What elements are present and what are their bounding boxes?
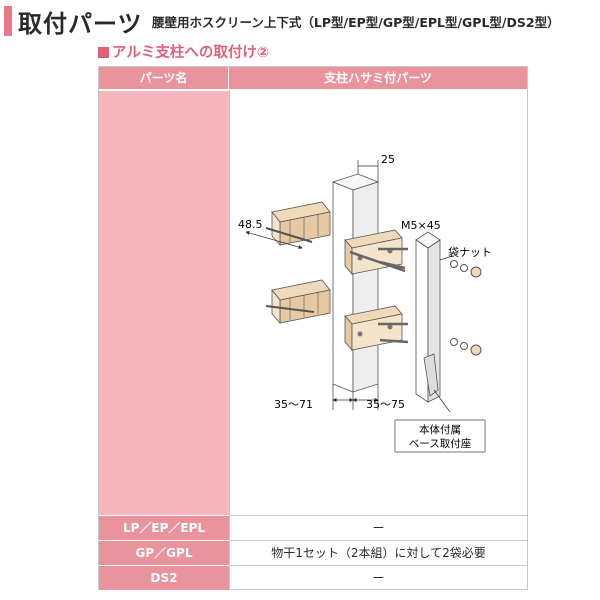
dim-top-width: 25 — [381, 153, 395, 166]
dim-post-range-left: 35～71 — [274, 398, 313, 411]
section-heading: アルミ支柱への取付け② — [98, 41, 269, 62]
row-value: ー — [229, 565, 527, 590]
parts-diagram: 48.5 25 M5×45 袋ナット 35～71 35～75 本体付属 ベース取… — [238, 153, 492, 453]
dim-post-range-right: 35～75 — [366, 398, 405, 411]
dimension-lines — [245, 160, 453, 413]
cap-nut-label: 袋ナット — [448, 245, 492, 259]
row-model: DS2 — [99, 565, 229, 590]
table-row: GP／GPL 物干1セット（2本組）に対して2袋必要 — [99, 540, 527, 565]
table-row: LP／EP／EPL ー — [99, 515, 527, 540]
parts-diagram-cell: 48.5 25 M5×45 袋ナット 35～71 35～75 本体付属 ベース取… — [229, 90, 527, 515]
lower-bracket-left — [265, 279, 331, 325]
row-value: ー — [229, 515, 527, 540]
dim-bracket-width: 48.5 — [238, 218, 263, 231]
aluminum-post — [331, 173, 380, 393]
col-header-part-name: パーツ名 — [99, 67, 229, 89]
callout-line1: 本体付属 — [419, 423, 461, 436]
row-model: LP／EP／EPL — [99, 515, 229, 540]
section-title: アルミ支柱への取付け② — [112, 45, 270, 61]
upper-bracket-left — [265, 201, 331, 247]
section-square-icon — [98, 47, 109, 58]
callout-line2: ベース取付座 — [409, 437, 471, 450]
col-header-part: 支柱ハサミ付パーツ — [229, 67, 527, 89]
row-label-cell — [99, 90, 229, 515]
screen-column — [415, 231, 441, 403]
upper-bolts — [349, 247, 408, 273]
title-accent-bar — [4, 6, 12, 36]
lower-bolts — [378, 322, 409, 344]
page-title: 取付パーツ — [18, 10, 143, 38]
parts-table: パーツ名 支柱ハサミ付パーツ — [98, 66, 528, 590]
row-value: 物干1セット（2本組）に対して2袋必要 — [229, 540, 527, 565]
dim-bolt-size: M5×45 — [401, 219, 441, 232]
row-model: GP／GPL — [99, 540, 229, 565]
page-subtitle: 腰壁用ホスクリーン上下式（LP型/EP型/GP型/EPL型/GPL型/DS2型） — [152, 15, 560, 30]
base-callout: 本体付属 ベース取付座 — [394, 419, 486, 453]
table-row: DS2 ー — [99, 565, 527, 590]
cap-nuts — [450, 260, 482, 356]
